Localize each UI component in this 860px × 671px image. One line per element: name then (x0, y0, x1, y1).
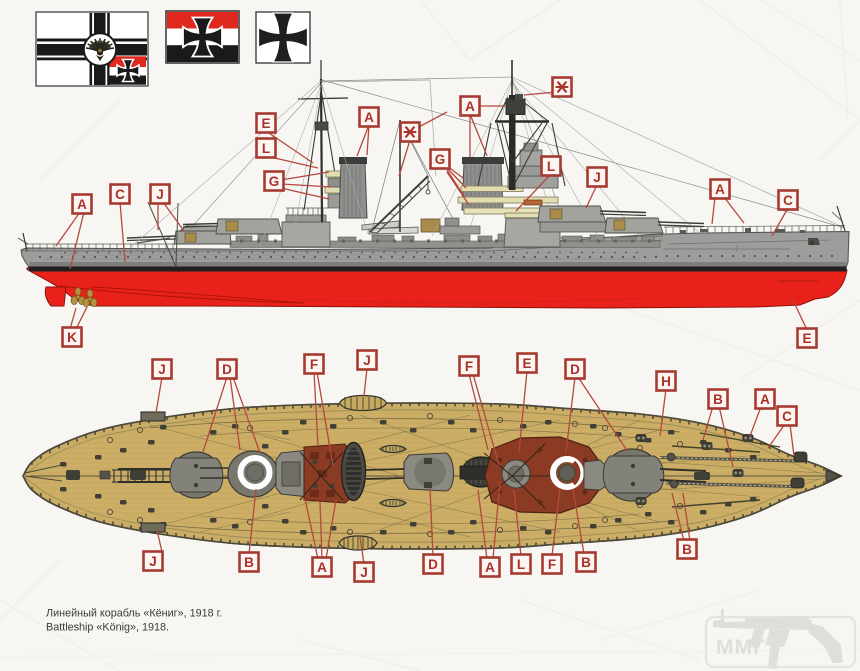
svg-text:J: J (360, 565, 368, 580)
svg-text:B: B (244, 555, 254, 570)
svg-text:D: D (428, 557, 438, 572)
svg-text:B: B (581, 555, 591, 570)
svg-text:C: C (115, 187, 125, 202)
svg-text:C: C (783, 193, 793, 208)
svg-text:C: C (782, 409, 792, 424)
svg-text:K: K (67, 330, 77, 345)
svg-text:L: L (262, 141, 270, 156)
svg-text:B: B (682, 542, 692, 557)
svg-text:A: A (485, 560, 495, 575)
svg-text:A: A (760, 392, 770, 407)
svg-text:H: H (661, 374, 671, 389)
svg-text:J: J (158, 362, 166, 377)
svg-text:J: J (363, 353, 371, 368)
svg-text:A: A (77, 197, 87, 212)
svg-text:Линейный корабль «Кёниг», 1918: Линейный корабль «Кёниг», 1918 г. (46, 608, 222, 620)
svg-text:Battleship «König», 1918.: Battleship «König», 1918. (46, 622, 169, 634)
svg-text:A: A (715, 182, 725, 197)
svg-text:A: A (364, 110, 374, 125)
svg-text:F: F (465, 359, 473, 374)
svg-text:E: E (802, 331, 811, 346)
svg-text:J: J (156, 187, 164, 202)
svg-text:E: E (261, 116, 270, 131)
svg-text:J: J (149, 554, 157, 569)
svg-text:L: L (547, 159, 555, 174)
svg-text:E: E (522, 356, 531, 371)
svg-text:A: A (317, 560, 327, 575)
svg-text:A: A (465, 99, 475, 114)
svg-text:J: J (593, 170, 601, 185)
svg-text:F: F (548, 557, 556, 572)
svg-text:G: G (435, 152, 446, 167)
svg-text:B: B (713, 392, 723, 407)
svg-text:F: F (310, 357, 318, 372)
svg-text:ММГ: ММГ (716, 636, 766, 659)
svg-text:L: L (517, 557, 525, 572)
svg-text:G: G (269, 174, 280, 189)
svg-text:D: D (222, 362, 232, 377)
svg-text:D: D (570, 362, 580, 377)
